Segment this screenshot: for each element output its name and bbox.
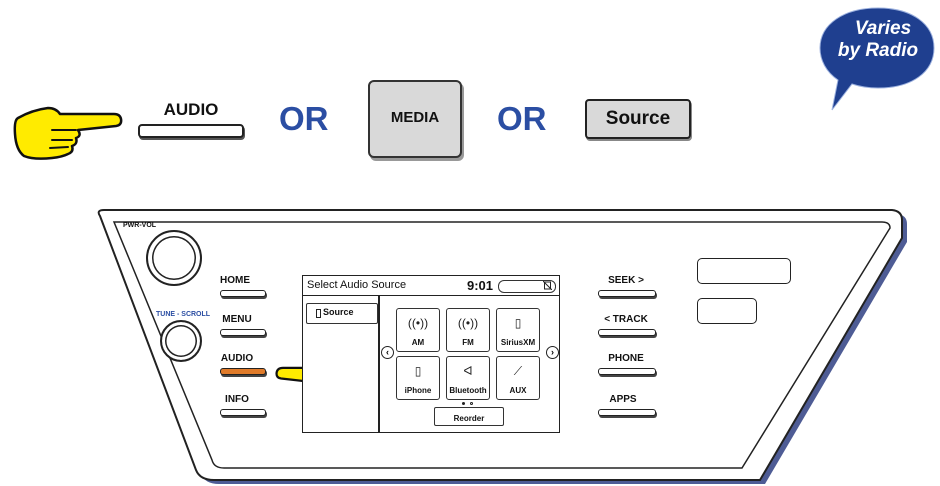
badge-text-line1: Varies — [854, 18, 912, 39]
left-pane-divider — [378, 296, 380, 432]
audio-label: AUDIO — [163, 100, 219, 119]
source-tile-label: AM — [411, 338, 425, 347]
menu-button-label: MENU — [222, 314, 252, 325]
hard-button-track[interactable]: < TRACK — [598, 314, 658, 336]
tune-scroll-label: TUNE - SCROLL — [156, 311, 211, 318]
info-button-label: INFO — [225, 394, 249, 405]
source-tab-label: Source — [323, 307, 354, 317]
source-tile-fm[interactable]: ((•)) FM — [446, 308, 490, 352]
track-button-bar — [598, 329, 656, 336]
source-button[interactable]: Source — [585, 99, 691, 139]
audio-button[interactable] — [138, 124, 244, 138]
usb-icon: ▯ — [414, 364, 422, 378]
hard-button-audio[interactable]: AUDIO — [220, 353, 270, 375]
pwr-vol-knob[interactable] — [146, 230, 202, 286]
display-screen — [302, 275, 560, 433]
muted-phone-icon — [543, 281, 552, 290]
title-divider — [303, 295, 559, 296]
media-button[interactable]: MEDIA — [368, 80, 462, 158]
chevron-left-icon[interactable]: ‹ — [381, 346, 394, 359]
source-tile-label: FM — [462, 338, 474, 347]
clock-time: 9:01 — [467, 278, 494, 293]
chevron-right-icon[interactable]: › — [546, 346, 559, 359]
apps-button-label: APPS — [609, 394, 637, 405]
home-button-label: HOME — [220, 275, 250, 286]
source-tile-label: AUX — [509, 386, 527, 395]
info-button-bar — [220, 409, 266, 416]
screen-title: Select Audio Source — [307, 279, 407, 291]
source-tile-bluetooth[interactable]: ᐊ Bluetooth — [446, 356, 490, 400]
hard-button-apps[interactable]: APPS — [598, 394, 658, 416]
source-tile-siriusxm[interactable]: ▯ SiriusXM — [496, 308, 540, 352]
blank-button-lower[interactable] — [697, 298, 757, 324]
satellite-radio-icon: ▯ — [514, 316, 522, 330]
seek-button-bar — [598, 290, 656, 297]
aux-cable-icon: ⟋ — [513, 364, 523, 378]
source-tile-label: iPhone — [404, 386, 432, 395]
radio-antenna-icon: ((•)) — [457, 316, 479, 330]
reorder-label: Reorder — [453, 414, 485, 423]
or-text-2: OR — [497, 100, 547, 137]
or-text-1: OR — [279, 100, 329, 137]
apps-button-bar — [598, 409, 656, 416]
blank-button-upper[interactable] — [697, 258, 791, 284]
source-tile-aux[interactable]: ⟋ AUX — [496, 356, 540, 400]
bluetooth-icon: ᐊ — [463, 364, 473, 378]
reorder-button[interactable]: Reorder — [434, 407, 504, 426]
hard-button-menu[interactable]: MENU — [220, 314, 270, 336]
phone-button-bar — [598, 368, 656, 375]
source-tile-am[interactable]: ((•)) AM — [396, 308, 440, 352]
source-tile-label: SiriusXM — [500, 338, 536, 347]
source-tile-label: Bluetooth — [449, 386, 487, 395]
track-button-label: < TRACK — [604, 314, 648, 325]
hard-button-info[interactable]: INFO — [220, 394, 270, 416]
audio-button-bar-highlighted — [220, 368, 266, 375]
tune-scroll-knob[interactable] — [160, 320, 202, 362]
source-label: Source — [605, 108, 671, 129]
pwr-vol-label: PWR-VOL — [123, 222, 157, 229]
hard-button-seek[interactable]: SEEK > — [598, 275, 658, 297]
phone-button-label: PHONE — [608, 353, 644, 364]
menu-button-bar — [220, 329, 266, 336]
seek-button-label: SEEK > — [608, 275, 644, 286]
status-pill — [498, 280, 556, 293]
source-tab[interactable]: Source — [306, 303, 378, 324]
source-tile-iphone[interactable]: ▯ iPhone — [396, 356, 440, 400]
page-indicator-dot-active — [462, 402, 465, 405]
media-label: MEDIA — [390, 109, 440, 126]
source-tab-icon — [316, 309, 321, 318]
audio-button-label: AUDIO — [220, 353, 254, 364]
speech-bubble-icon — [819, 7, 935, 111]
hard-button-phone[interactable]: PHONE — [598, 353, 658, 375]
badge-text-line2: by Radio — [837, 40, 919, 61]
radio-antenna-icon: ((•)) — [407, 316, 429, 330]
page-indicator-dot — [470, 402, 473, 405]
pointing-hand-icon — [13, 106, 123, 160]
hard-button-home[interactable]: HOME — [220, 275, 270, 297]
home-button-bar — [220, 290, 266, 297]
